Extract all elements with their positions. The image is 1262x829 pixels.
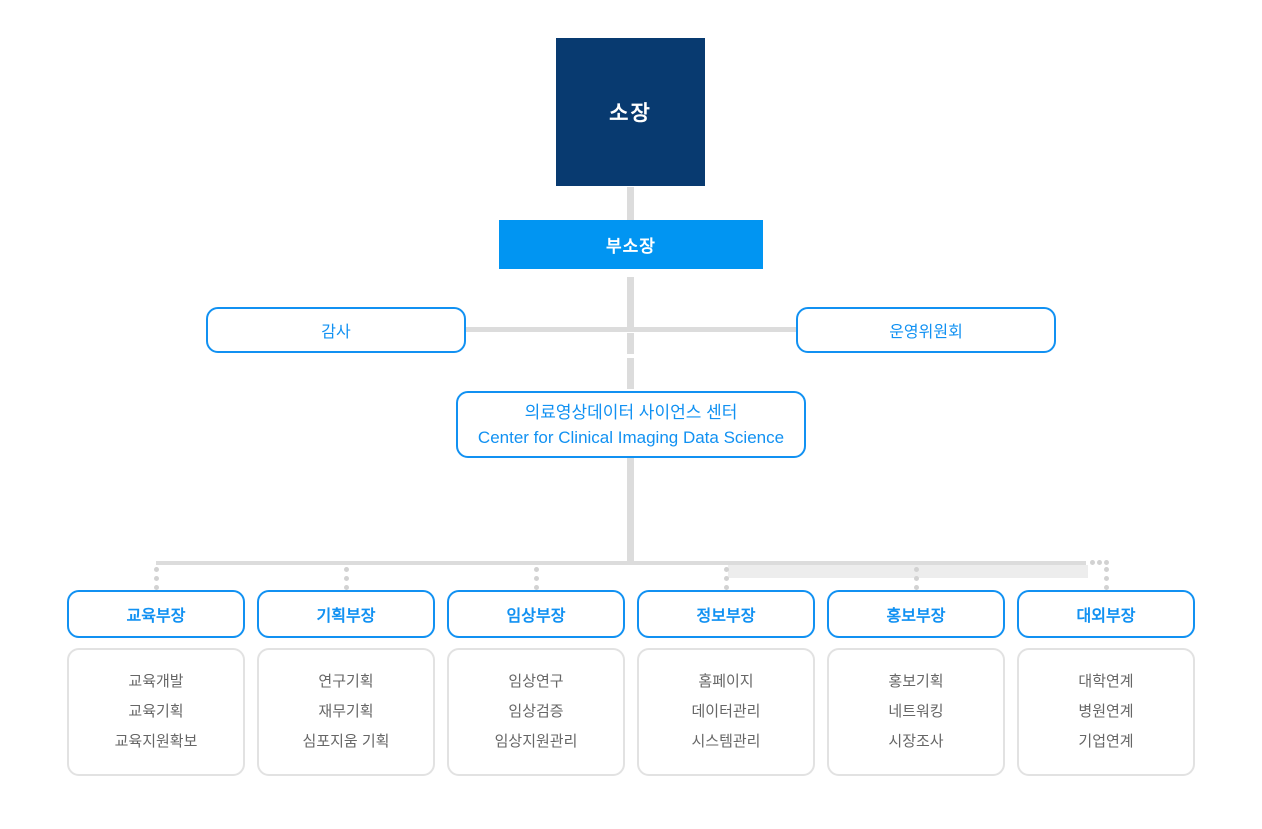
drop-dot [1104,567,1109,572]
departments-rail-band [728,565,1088,578]
drop-dot [914,567,919,572]
drop-dot [1104,576,1109,581]
dept-head-publicity: 홍보부장 [827,590,1005,638]
director-label: 소장 [609,102,652,125]
drop-dot [914,585,919,590]
dept-label: 홍보부장 [886,608,946,625]
drop-dot [344,576,349,581]
dept-label: 교육부장 [126,608,186,625]
dept-head-clinical: 임상부장 [447,590,625,638]
director-box: 소장 [556,38,705,186]
dept-item: 연구기획 [318,673,374,690]
dept-item: 데이터관리 [691,703,761,720]
dept-item: 임상검증 [508,703,564,720]
connector-center-rail [627,458,634,562]
drop-dot [344,585,349,590]
dept-item: 기업연계 [1078,733,1134,750]
dept-item: 시장조사 [888,733,944,750]
drop-dot [154,567,159,572]
drop-dot [1104,585,1109,590]
dept-item: 홈페이지 [698,673,754,690]
dept-item: 교육기획 [128,703,184,720]
audit-box: 감사 [206,307,466,353]
center-label-en: Center for Clinical Imaging Data Science [477,427,785,447]
dept-item: 임상연구 [508,673,564,690]
drop-dot [534,567,539,572]
drop-dot [534,576,539,581]
connector-audit-committee [466,327,796,332]
dept-head-external: 대외부장 [1017,590,1195,638]
dept-label: 임상부장 [506,608,566,625]
connector-cross-center-lower [627,358,634,389]
drop-dot [724,567,729,572]
dept-item: 재무기획 [318,703,374,720]
dept-head-education: 교육부장 [67,590,245,638]
dept-label: 대외부장 [1076,608,1136,625]
dept-item: 심포지움 기획 [302,733,390,750]
steering-committee-label: 운영위원회 [889,324,963,341]
drop-dot [344,567,349,572]
dept-item: 병원연계 [1078,703,1134,720]
deputy-director-box: 부소장 [499,220,763,269]
connector-cross-center-upper [627,333,634,354]
dept-body-publicity: 홍보기획 네트워킹 시장조사 [827,648,1005,776]
dept-body-clinical: 임상연구 임상검증 임상지원관리 [447,648,625,776]
drop-dot [534,585,539,590]
dept-body-planning: 연구기획 재무기획 심포지움 기획 [257,648,435,776]
dept-item: 대학연계 [1078,673,1134,690]
rail-dot [1090,560,1095,565]
connector-deputy-cross [627,277,634,327]
drop-dot [154,576,159,581]
drop-dot [724,585,729,590]
dept-body-external: 대학연계 병원연계 기업연계 [1017,648,1195,776]
center-label-ko: 의료영상데이터 사이언스 센터 [524,402,738,422]
dept-item: 임상지원관리 [494,733,578,750]
dept-label: 정보부장 [696,608,756,625]
dept-item: 홍보기획 [888,673,944,690]
dept-item: 교육개발 [128,673,184,690]
drop-dot [724,576,729,581]
dept-body-education: 교육개발 교육기획 교육지원확보 [67,648,245,776]
dept-body-information: 홈페이지 데이터관리 시스템관리 [637,648,815,776]
drop-dot [914,576,919,581]
dept-item: 시스템관리 [691,733,761,750]
connector-director-deputy [627,187,634,220]
dept-head-planning: 기획부장 [257,590,435,638]
steering-committee-box: 운영위원회 [796,307,1056,353]
rail-dot [1097,560,1102,565]
dept-item: 네트워킹 [888,703,944,720]
drop-dot [154,585,159,590]
deputy-director-label: 부소장 [606,237,656,256]
audit-label: 감사 [321,324,351,341]
rail-dot [1104,560,1109,565]
dept-item: 교육지원확보 [114,733,198,750]
departments-rail [156,561,1086,565]
dept-head-information: 정보부장 [637,590,815,638]
dept-label: 기획부장 [316,608,376,625]
center-box: 의료영상데이터 사이언스 센터 Center for Clinical Imag… [456,391,806,458]
